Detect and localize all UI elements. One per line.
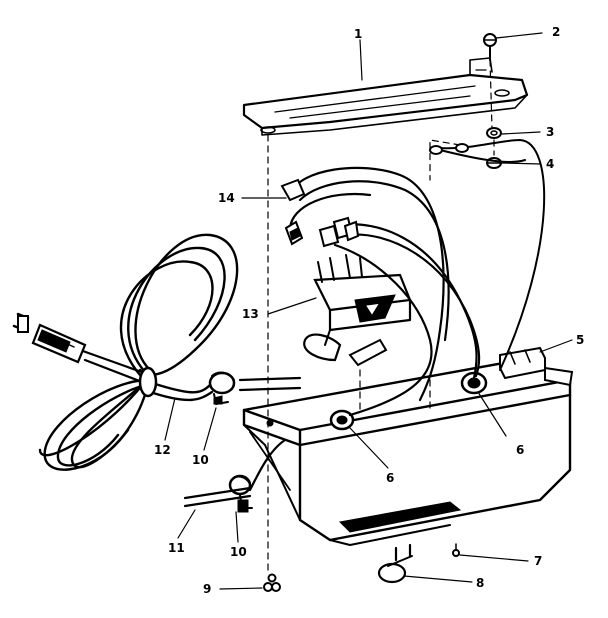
strain-relief-clamp	[208, 371, 236, 405]
callout-9: 9	[203, 582, 211, 596]
leader-lines	[164, 32, 573, 590]
foot	[377, 543, 413, 584]
housing	[242, 346, 574, 546]
callout-3: 3	[546, 125, 554, 139]
callout-1: 1	[354, 27, 362, 41]
small-screw	[452, 543, 460, 557]
callout-7: 7	[534, 554, 542, 568]
power-cord	[38, 233, 302, 471]
lead-wire	[183, 438, 287, 508]
callout-6-left: 6	[386, 471, 394, 485]
screw	[483, 33, 497, 61]
callout-5: 5	[576, 333, 584, 347]
callout-8: 8	[476, 576, 484, 590]
callout-10-lower: 10	[230, 545, 247, 559]
callout-13: 13	[242, 307, 259, 321]
callout-11: 11	[168, 541, 185, 555]
switch	[303, 254, 412, 367]
callout-2: 2	[552, 25, 560, 39]
callout-4: 4	[546, 157, 554, 171]
cord-clamp-lower	[228, 474, 253, 513]
callout-labels: 1 2 3 4 5 6 6 7 8 9 10 10 11 12 13 14	[154, 25, 584, 596]
lock-washer	[486, 127, 502, 139]
callout-12: 12	[154, 443, 171, 457]
callout-6-right: 6	[516, 443, 524, 457]
mounting-screws	[263, 573, 281, 592]
wire-harness	[280, 139, 546, 417]
plug	[12, 312, 87, 364]
callout-10-upper: 10	[192, 453, 209, 467]
grommet-left	[329, 409, 355, 431]
mounting-bracket	[242, 57, 529, 136]
callout-14: 14	[218, 191, 235, 205]
